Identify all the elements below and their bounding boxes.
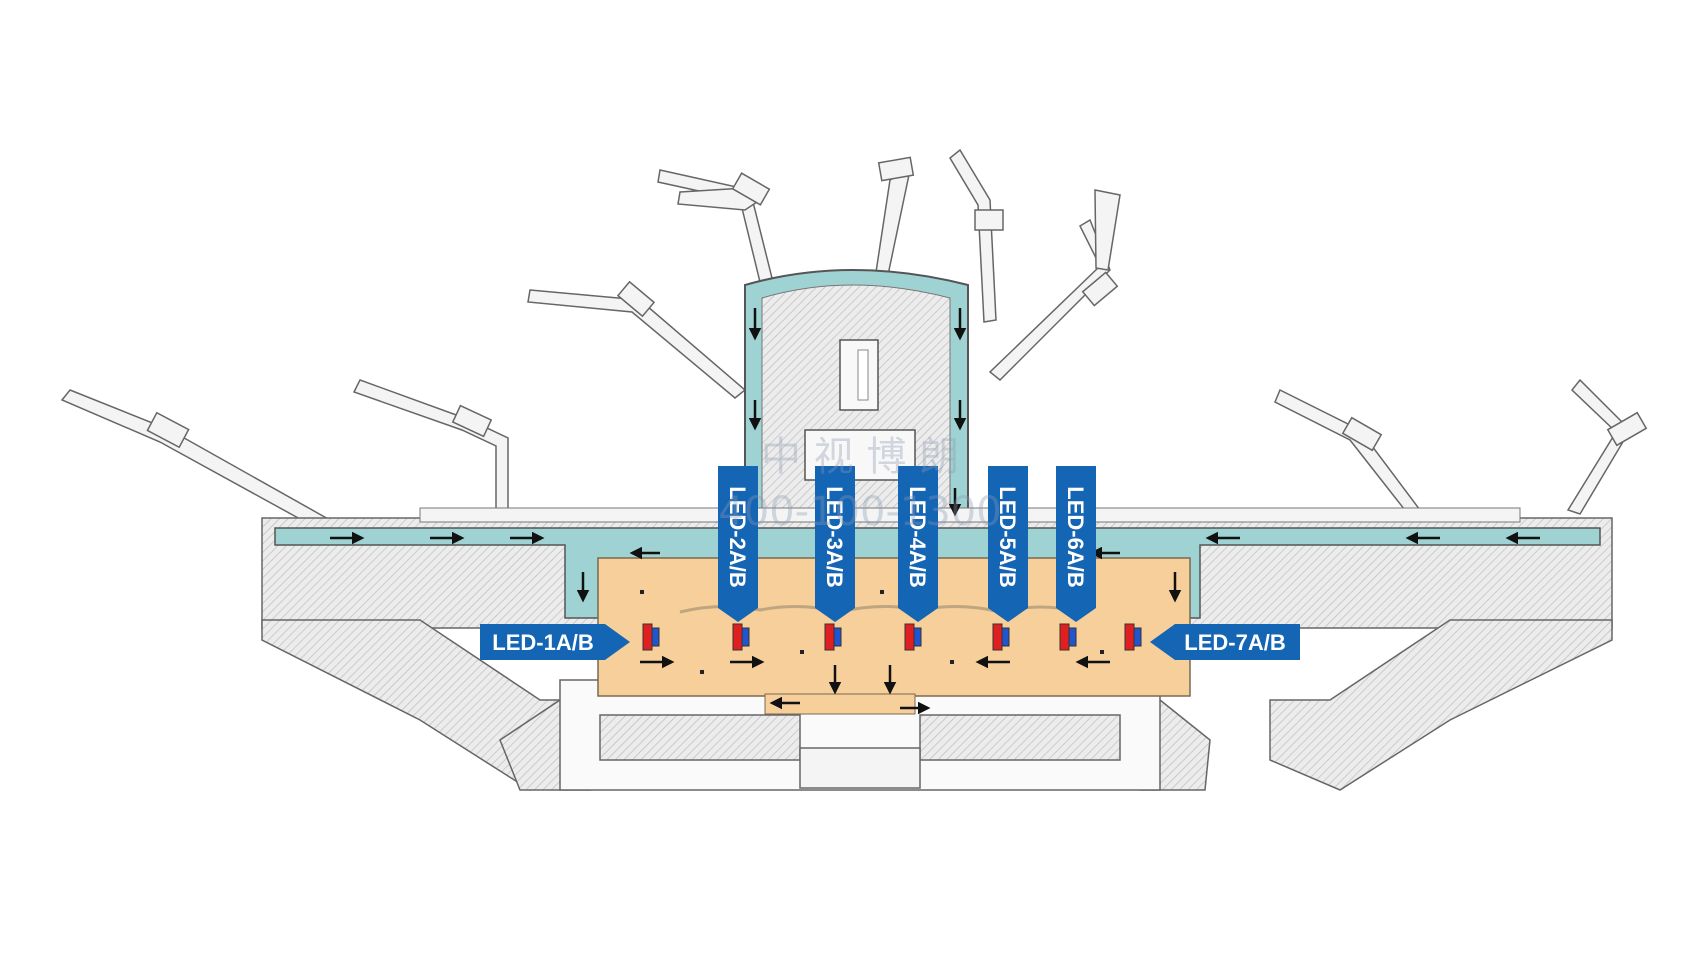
watermark: 中 视 博 朗 400-100-1300	[718, 434, 1001, 535]
led-callout-2: LED-2A/B	[718, 466, 758, 622]
led-callout-1: LED-1A/B	[480, 624, 630, 660]
flow-arrow-icon	[330, 308, 1540, 715]
led-callout-3: LED-3A/B	[815, 466, 855, 622]
svg-text:LED-2A/B: LED-2A/B	[725, 486, 750, 587]
svg-text:LED-3A/B: LED-3A/B	[822, 486, 847, 587]
led-callout-5: LED-5A/B	[988, 466, 1028, 622]
jet-bridges	[60, 148, 1648, 531]
led-callout-7: LED-7A/B	[1150, 624, 1300, 660]
svg-text:LED-1A/B: LED-1A/B	[492, 630, 593, 655]
led-callout-6: LED-6A/B	[1056, 466, 1096, 622]
svg-text:LED-7A/B: LED-7A/B	[1184, 630, 1285, 655]
led-callout-4: LED-4A/B	[898, 466, 938, 622]
svg-text:LED-5A/B: LED-5A/B	[995, 486, 1020, 587]
svg-text:LED-4A/B: LED-4A/B	[905, 486, 930, 587]
svg-text:LED-6A/B: LED-6A/B	[1063, 486, 1088, 587]
central-pier	[744, 269, 969, 519]
advertising-zone	[597, 557, 1191, 697]
svg-text:中 视 博 朗: 中 视 博 朗	[761, 434, 959, 480]
led-screen-icon	[642, 623, 1142, 651]
svg-text:400-100-1300: 400-100-1300	[718, 489, 1001, 535]
